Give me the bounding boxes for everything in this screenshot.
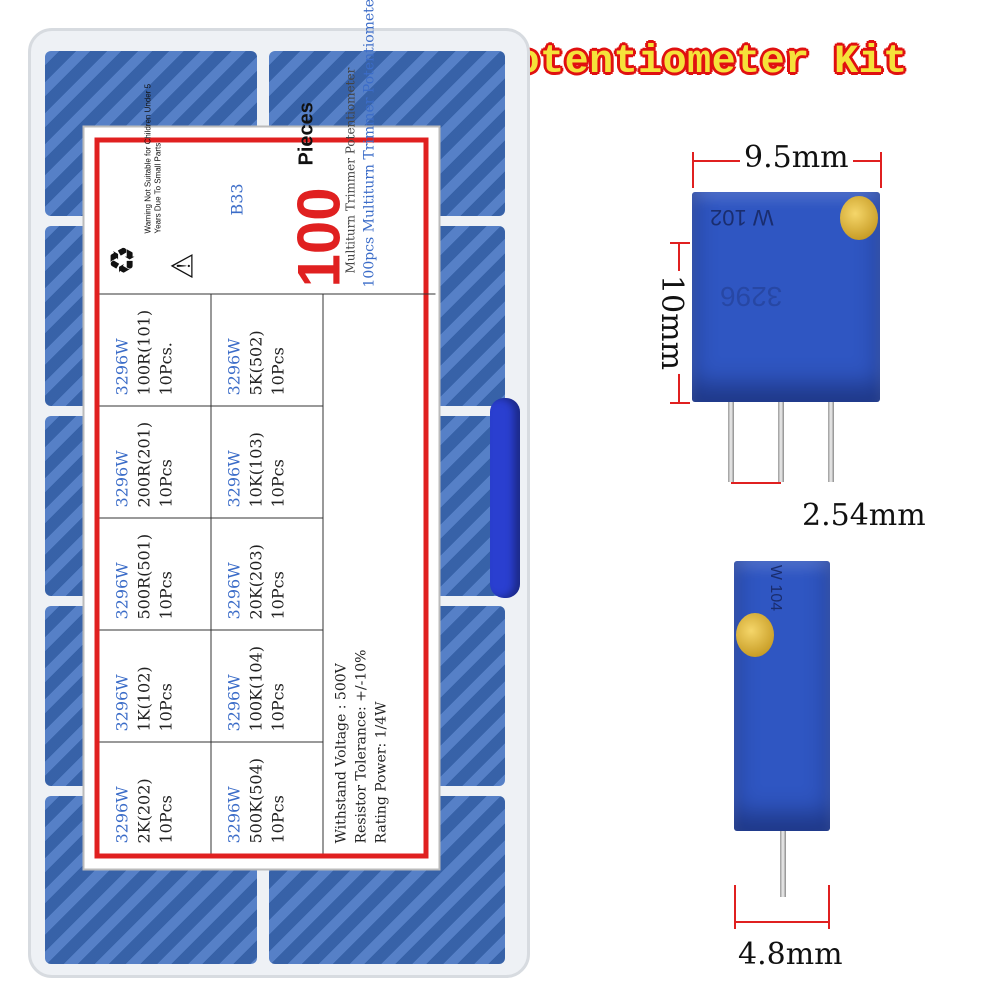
side-view-drawing: W 104 4.8mm: [700, 555, 900, 975]
dim-tick: [670, 402, 690, 404]
side-marking: W 104: [767, 564, 785, 612]
pieces-label: Pieces: [295, 102, 318, 166]
pin: [780, 831, 786, 897]
recycle-icon: ♻: [103, 245, 144, 276]
spec-power: Rating Power: 1/4W: [373, 701, 390, 844]
dim-depth-label: 4.8mm: [738, 937, 843, 972]
box-latch: [490, 398, 520, 598]
dim-tick: [828, 885, 830, 929]
subtitle-small: Multiturn Trimmer Potentiometer: [343, 67, 358, 274]
subtitle: 100pcs Multiturn Trimmer Potentiometer: [361, 0, 378, 288]
dim-line-pitch: [731, 482, 781, 484]
product-code: B33: [227, 183, 247, 216]
dim-line-depth: [734, 921, 830, 923]
front-view-drawing: W 102 3296 9.5mm 10mm 2.54mm: [640, 140, 940, 540]
adjustment-screw: [736, 613, 774, 657]
pin: [828, 402, 834, 482]
dim-tick: [734, 885, 736, 929]
spec-tolerance: Resistor Tolerance: +/-10%: [353, 649, 370, 844]
dim-height-label: 10mm: [654, 270, 690, 375]
dim-tick: [880, 152, 882, 188]
warning-text: Warning Not Suitable for Children Under …: [143, 83, 163, 234]
potentiometer-side: [734, 561, 830, 831]
pin: [728, 402, 734, 482]
pin: [778, 402, 784, 482]
dim-tick: [692, 152, 694, 188]
dim-width-label: 9.5mm: [740, 140, 853, 175]
warning-icon: ⚠: [165, 252, 201, 280]
spec-list: Withstand Voltage : 500V Resistor Tolera…: [323, 293, 436, 854]
spec-voltage: Withstand Voltage : 500V: [333, 663, 350, 844]
front-series-marking: 3296: [720, 281, 783, 312]
dim-tick: [670, 242, 690, 244]
label-info-panel: ♻ Warning Not Suitable for Children Unde…: [100, 0, 436, 294]
adjustment-screw: [840, 196, 878, 240]
front-marking: W 102: [710, 205, 774, 230]
dim-pitch-label: 2.54mm: [802, 498, 926, 533]
piece-count: 100: [285, 187, 353, 288]
